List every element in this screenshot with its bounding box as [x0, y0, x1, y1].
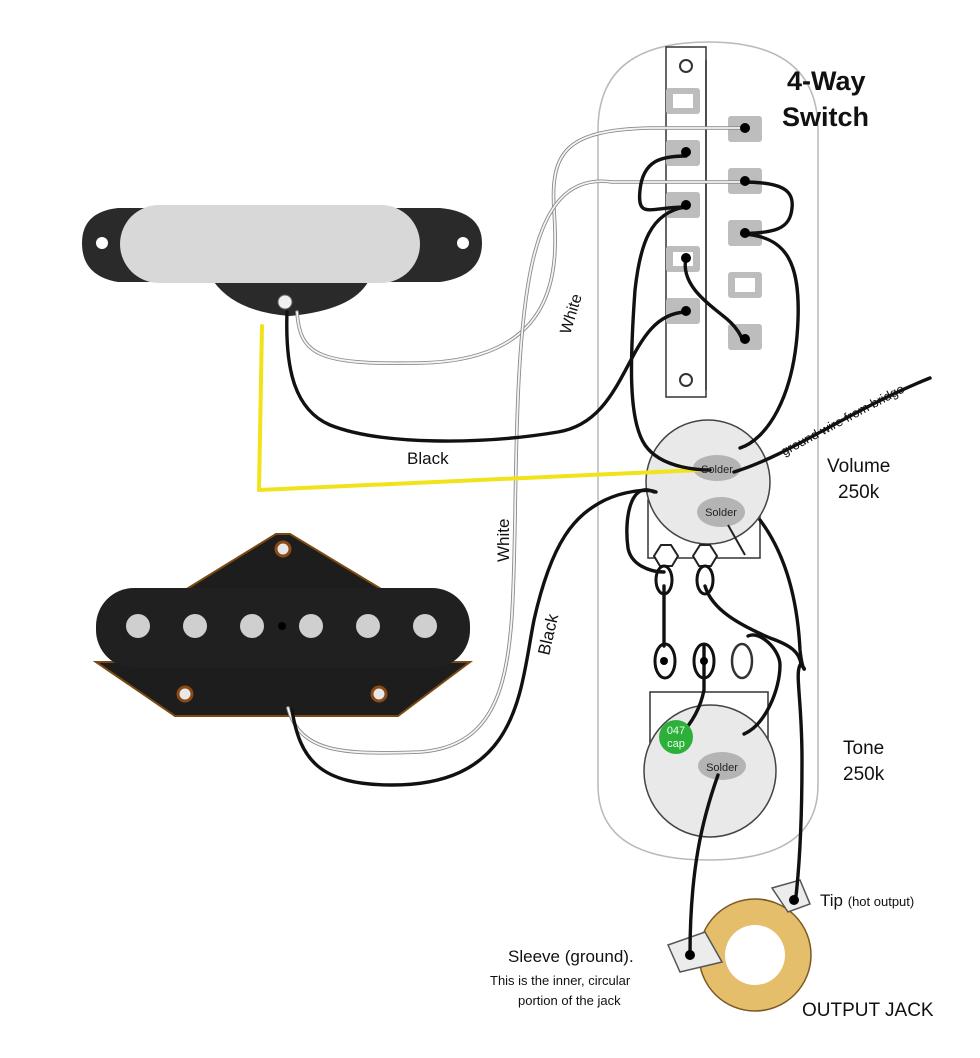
pole-piece — [183, 614, 207, 638]
volume-solder-1: Solder — [701, 464, 733, 476]
neck-pickup — [82, 205, 482, 316]
volume-solder-2: Solder — [705, 507, 737, 519]
white-wire-label-upper: White — [558, 292, 586, 336]
black-wires — [285, 154, 932, 957]
tip-label-note: (hot output) — [848, 894, 915, 909]
tip-label: Tip (hot output) — [820, 891, 914, 910]
switch-title-line1: 4-Way — [787, 66, 866, 96]
bridge-pickup — [92, 533, 473, 717]
volume-pot — [645, 419, 771, 596]
mounting-screw-icon — [457, 237, 469, 249]
white-wire-label-lower: White — [494, 519, 513, 562]
mounting-screw-icon — [176, 685, 194, 703]
pole-piece — [413, 614, 437, 638]
mounting-screw-icon — [274, 540, 292, 558]
yellow-wire — [257, 324, 702, 492]
tone-value-label: 250k — [843, 764, 885, 785]
output-jack — [666, 879, 812, 1012]
pole-piece — [126, 614, 150, 638]
capacitor — [659, 720, 693, 754]
black-wire-label-upper: Black — [407, 449, 449, 468]
white-wire-bridge — [286, 179, 744, 755]
switch-title-line2: Switch — [782, 102, 869, 132]
tone-solder: Solder — [706, 762, 738, 774]
volume-value-label: 250k — [838, 482, 880, 503]
mounting-screw-icon — [370, 685, 388, 703]
black-wire-label-lower: Black — [534, 612, 562, 657]
pole-piece — [240, 614, 264, 638]
four-way-switch — [665, 46, 762, 398]
output-jack-label: OUTPUT JACK — [802, 1000, 934, 1021]
sleeve-label: Sleeve (ground). — [508, 947, 634, 966]
cap-value-label: 047 — [667, 725, 685, 737]
switch-lug-connections — [681, 123, 750, 344]
cap-unit-label: cap — [667, 738, 685, 750]
volume-name-label: Volume — [827, 456, 890, 477]
pole-piece — [356, 614, 380, 638]
tone-name-label: Tone — [843, 738, 884, 759]
white-wire-neck — [295, 126, 744, 366]
sleeve-note-2: portion of the jack — [518, 993, 621, 1008]
mounting-screw-icon — [96, 237, 108, 249]
tip-label-main: Tip — [820, 891, 843, 910]
sleeve-note-1: This is the inner, circular — [490, 973, 631, 988]
pole-piece — [299, 614, 323, 638]
